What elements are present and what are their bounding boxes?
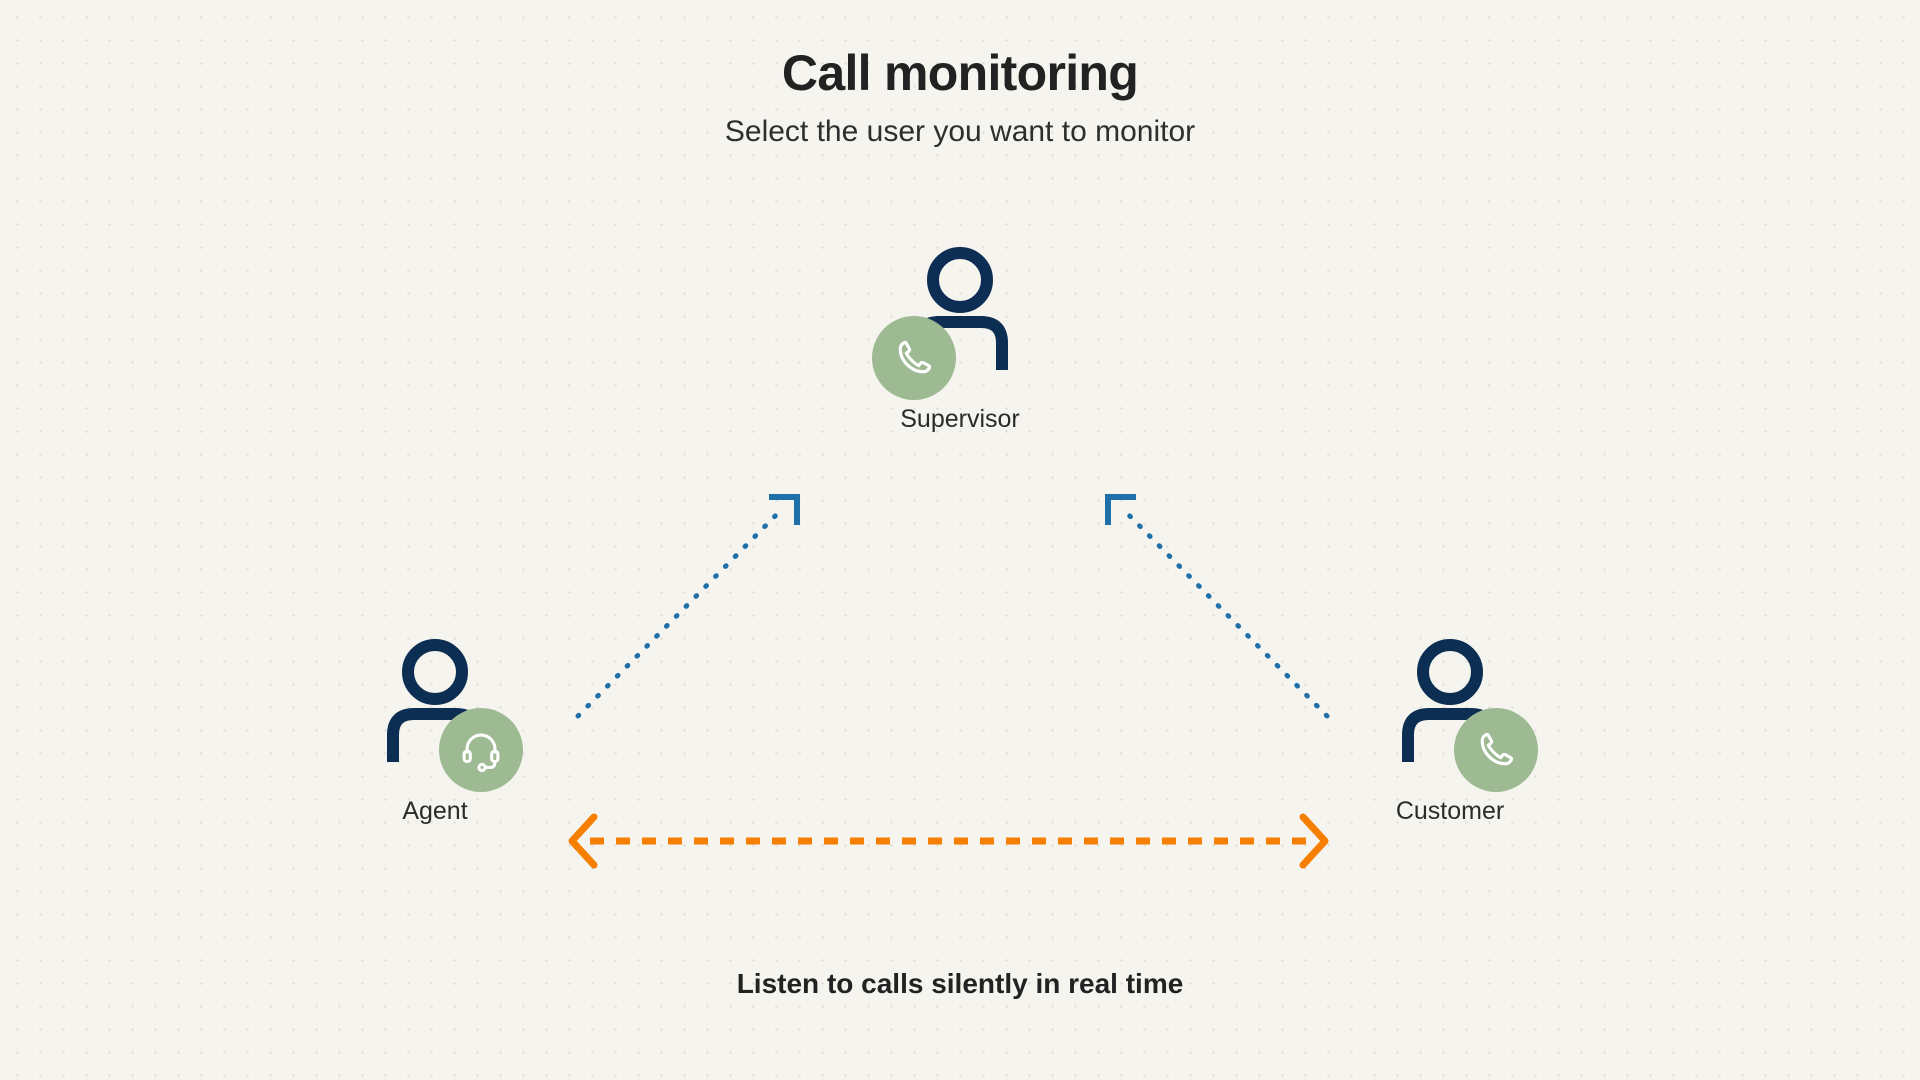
page-subtitle: Select the user you want to monitor [724, 115, 1196, 148]
customer-figure [1320, 630, 1580, 792]
agent-badge [439, 708, 523, 792]
connector-agent-customer-call [568, 813, 1329, 869]
node-customer[interactable]: Customer [1320, 630, 1580, 826]
call-arrowhead-left-icon [568, 813, 598, 869]
page-title: Call monitoring [781, 45, 1139, 101]
node-agent[interactable]: Agent [305, 630, 565, 826]
node-supervisor[interactable]: Supervisor [830, 238, 1090, 434]
headset-icon [462, 733, 500, 773]
agent-supervisor-dotted-line [575, 505, 786, 719]
diagram-caption: Listen to calls silently in real time [736, 968, 1184, 999]
connector-customer-to-supervisor [1105, 494, 1330, 719]
supervisor-badge [872, 316, 956, 400]
customer-badge [1454, 708, 1538, 792]
phone-icon [898, 340, 932, 374]
phone-icon [1480, 732, 1514, 766]
customer-supervisor-arrowhead-icon [1105, 494, 1136, 525]
customer-supervisor-dotted-line [1119, 505, 1330, 719]
agent-supervisor-arrowhead-icon [769, 494, 800, 525]
agent-figure [305, 630, 565, 792]
supervisor-label: Supervisor [900, 405, 1020, 433]
customer-label: Customer [1395, 797, 1505, 825]
connector-agent-to-supervisor [575, 494, 800, 719]
agent-label: Agent [402, 797, 468, 825]
supervisor-figure [830, 238, 1090, 400]
header: Call monitoring Select the user you want… [0, 0, 1920, 150]
